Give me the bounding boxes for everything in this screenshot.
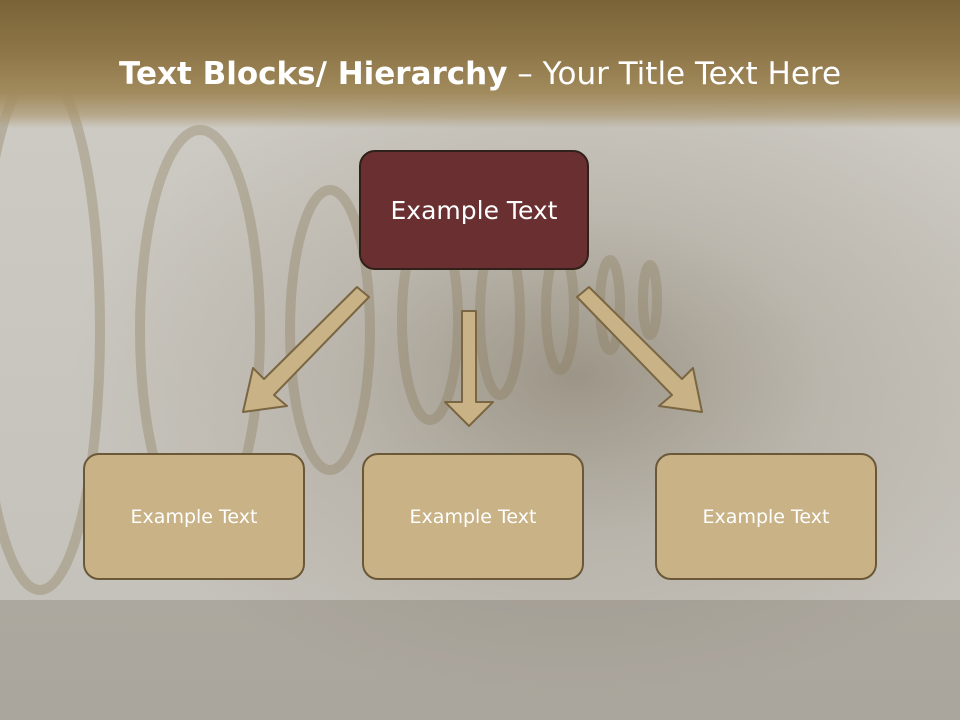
child-text-block-right[interactable]: Example Text [655,453,877,580]
arrow-to-center-child [444,310,494,427]
title-bar [0,0,960,128]
arrow-to-left-child [242,286,370,413]
slide-title: Text Blocks/ Hierarchy – Your Title Text… [0,52,960,96]
child-text-block-center[interactable]: Example Text [362,453,584,580]
title-bold-part: Text Blocks/ Hierarchy [118,56,508,92]
top-text-block-label: Example Text [390,195,558,225]
child-text-block-label: Example Text [130,505,258,528]
title-regular-part: – Your Title Text Here [507,56,842,92]
child-text-block-label: Example Text [409,505,537,528]
child-text-block-label: Example Text [702,505,830,528]
arrow-to-right-child [576,286,703,413]
top-text-block[interactable]: Example Text [359,150,589,270]
child-text-block-left[interactable]: Example Text [83,453,305,580]
